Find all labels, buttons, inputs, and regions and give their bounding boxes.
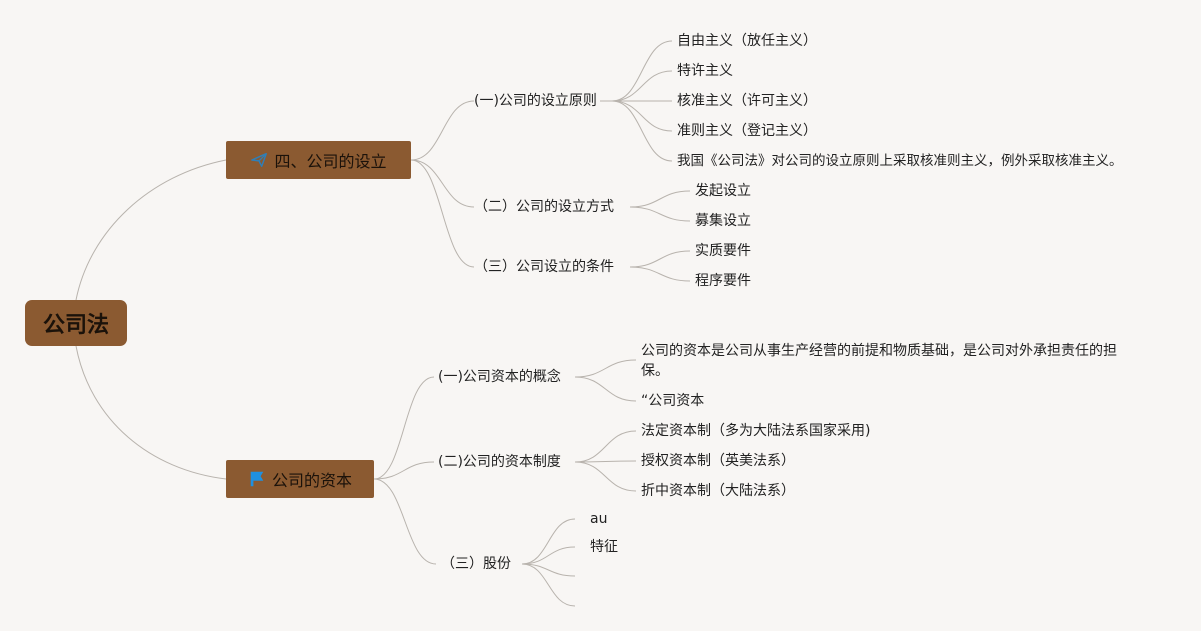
paper-plane-icon [251, 152, 268, 168]
leaf-node[interactable]: 募集设立 [695, 211, 751, 231]
connector-line [611, 100, 673, 132]
leaf-label: 授权资本制（英美法系） [641, 453, 795, 469]
leaf-node[interactable]: 折中资本制（大陆法系） [641, 481, 795, 501]
subtopic-label: (一)公司的设立原则 [474, 93, 597, 109]
leaf-label: 自由主义（放任主义） [677, 33, 817, 49]
connector-line [629, 206, 691, 222]
subtopic-label: (一)公司资本的概念 [438, 369, 561, 385]
subtopic-label: （二）公司的设立方式 [474, 199, 614, 215]
leaf-node[interactable]: “公司资本 [641, 391, 704, 411]
leaf-node[interactable]: 授权资本制（英美法系） [641, 451, 795, 471]
leaf-node[interactable]: au [590, 509, 607, 529]
leaf-node[interactable]: 发起设立 [695, 181, 751, 201]
connector-line [521, 563, 576, 577]
branch-label: 四、公司的设立 [274, 152, 387, 171]
leaf-node[interactable]: 特征 [590, 537, 618, 557]
leaf-label: 公司的资本是公司从事生产经营的前提和物质基础，是公司对外承担责任的担保。 [641, 343, 1117, 379]
connector-line [574, 461, 637, 492]
leaf-node[interactable]: 法定资本制（多为大陆法系国家采用) [641, 421, 870, 441]
subtopic-label: （三）公司设立的条件 [474, 259, 614, 275]
leaf-label: “公司资本 [641, 393, 705, 409]
connector-line [574, 460, 637, 463]
leaf-label: 折中资本制（大陆法系） [641, 483, 795, 499]
leaf-node[interactable]: 公司的资本是公司从事生产经营的前提和物质基础，是公司对外承担责任的担保。 [641, 341, 1131, 381]
connector-line [373, 376, 435, 480]
branch-label: 公司的资本 [271, 471, 352, 490]
leaf-node[interactable]: 准则主义（登记主义） [677, 121, 817, 141]
subtopic-node[interactable]: （三）股份 [441, 555, 511, 573]
connector-line [410, 159, 475, 208]
subtopic-node[interactable]: （二）公司的设立方式 [474, 198, 614, 216]
leaf-node[interactable]: 我国《公司法》对公司的设立原则上采取核准则主义，例外采取核准主义。 [677, 151, 1123, 171]
leaf-label: 法定资本制（多为大陆法系国家采用) [641, 423, 871, 439]
connector-line [75, 345, 227, 480]
leaf-label: 特征 [590, 539, 618, 555]
connector-line [410, 159, 475, 268]
connector-line [611, 100, 673, 162]
leaf-label: 特许主义 [677, 63, 733, 79]
connector-line [611, 70, 673, 102]
leaf-label: 实质要件 [695, 243, 751, 259]
connector-line [629, 266, 691, 282]
subtopic-node[interactable]: （三）公司设立的条件 [474, 258, 614, 276]
connector-line [410, 100, 475, 161]
leaf-node[interactable]: 核准主义（许可主义） [677, 91, 817, 111]
connector-line [373, 461, 435, 480]
leaf-label: au [590, 511, 608, 527]
subtopic-node[interactable]: (二)公司的资本制度 [438, 453, 561, 471]
connector-line [611, 40, 673, 102]
leaf-label: 募集设立 [695, 213, 751, 229]
connector-line [574, 359, 637, 378]
connector-line [521, 546, 576, 565]
branch-node-establishment[interactable]: 四、公司的设立 [226, 141, 411, 179]
leaf-node[interactable]: 特许主义 [677, 61, 733, 81]
leaf-node[interactable]: 实质要件 [695, 241, 751, 261]
connector-line [629, 190, 691, 208]
connector-line [521, 563, 576, 607]
connector-line [521, 518, 576, 565]
flag-icon [250, 471, 264, 487]
leaf-label: 核准主义（许可主义） [677, 93, 817, 109]
subtopic-node[interactable]: (一)公司资本的概念 [438, 368, 561, 386]
leaf-node[interactable]: 自由主义（放任主义） [677, 31, 817, 51]
subtopic-node[interactable]: (一)公司的设立原则 [474, 92, 597, 110]
leaf-label: 我国《公司法》对公司的设立原则上采取核准则主义，例外采取核准主义。 [677, 153, 1123, 169]
connector-line [574, 430, 637, 463]
branch-node-capital[interactable]: 公司的资本 [226, 460, 374, 498]
leaf-label: 程序要件 [695, 273, 751, 289]
connector-line [574, 376, 637, 402]
connector-line [75, 159, 227, 301]
root-node[interactable]: 公司法 [25, 300, 127, 346]
leaf-label: 准则主义（登记主义） [677, 123, 817, 139]
connector-line [373, 478, 437, 565]
root-label: 公司法 [42, 313, 109, 338]
leaf-node[interactable]: 程序要件 [695, 271, 751, 291]
subtopic-label: （三）股份 [441, 556, 511, 572]
subtopic-label: (二)公司的资本制度 [438, 454, 561, 470]
leaf-label: 发起设立 [695, 183, 751, 199]
connector-line [629, 250, 691, 268]
